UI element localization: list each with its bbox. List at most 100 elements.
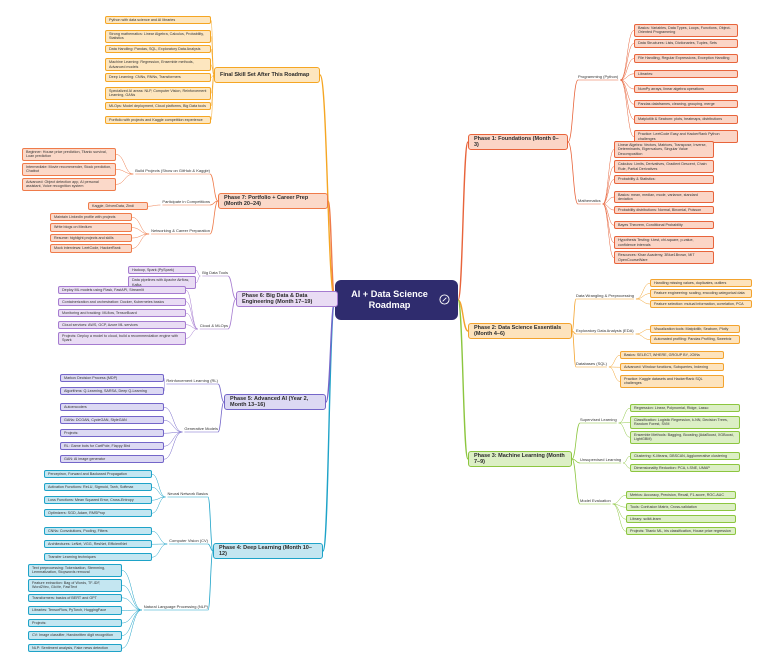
group-label[interactable]: Exploratory Data Analysis (EDA): [576, 328, 634, 333]
leaf-item[interactable]: Machine Learning: Regression, Ensemble m…: [105, 58, 211, 72]
group-label[interactable]: Natural Language Processing (NLP): [143, 604, 208, 609]
leaf-item[interactable]: Algorithms: Q-Learning, SARSA, Deep Q-Le…: [60, 387, 164, 396]
group-label[interactable]: Computer Vision (CV): [169, 538, 208, 543]
leaf-item[interactable]: MLOps: Model deployment, Cloud platforms…: [105, 101, 211, 111]
leaf-item[interactable]: Projects: Titanic ML, iris classificatio…: [626, 527, 736, 536]
leaf-item[interactable]: Linear Algebra: Vectors, Matrices, Trans…: [614, 141, 714, 159]
leaf-item[interactable]: Advanced: Object detection app, AI perso…: [22, 178, 116, 191]
leaf-item[interactable]: Data Handling: Pandas, SQL, Exploratory …: [105, 44, 211, 54]
leaf-item[interactable]: Optimizers: SGD, Adam, RMSProp: [44, 509, 152, 518]
leaf-item[interactable]: Loss Functions: Mean Squared Error, Cros…: [44, 496, 152, 505]
leaf-item[interactable]: Projects:: [60, 429, 164, 438]
group-label[interactable]: Build Projects (Show on GitHub & Kaggle): [135, 168, 210, 173]
leaf-item[interactable]: Classification: Logistic Regression, k-N…: [630, 416, 740, 429]
phase-node-p4[interactable]: Phase 4: Deep Learning (Month 10–12): [213, 543, 323, 559]
leaf-item[interactable]: Deploy ML models using Flask, FastAPI, S…: [58, 286, 186, 295]
edit-icon[interactable]: [439, 294, 450, 305]
phase-node-fs[interactable]: Final Skill Set After This Roadmap: [214, 67, 320, 83]
leaf-item[interactable]: Transformers: basics of BERT and GPT: [28, 593, 122, 603]
group-label[interactable]: Participate in Competitions: [162, 199, 210, 204]
group-label[interactable]: Neural Network Basics: [167, 491, 208, 496]
leaf-item[interactable]: Metrics: Accuracy, Precision, Recall, F1…: [626, 491, 736, 500]
phase-node-p1[interactable]: Phase 1: Foundations (Month 0–3): [468, 134, 568, 150]
group-label[interactable]: Supervised Learning: [580, 417, 617, 422]
leaf-item[interactable]: RL: Game bots for CartPole, Flappy Bird: [60, 442, 164, 451]
leaf-item[interactable]: Libraries:: [634, 69, 738, 78]
leaf-item[interactable]: Probability & Statistics:: [614, 175, 714, 184]
leaf-item[interactable]: Automated profiling: Pandas Profiling, S…: [650, 335, 740, 344]
group-label[interactable]: Programming (Python): [578, 74, 619, 79]
leaf-item[interactable]: Hadoop, Spark (PySpark): [128, 266, 196, 275]
leaf-item[interactable]: Dimensionality Reduction: PCA, t-SNE, UM…: [630, 464, 740, 473]
leaf-item[interactable]: Portfolio with projects and Kaggle compe…: [105, 115, 211, 125]
leaf-item[interactable]: Projects:: [28, 618, 122, 628]
group-label[interactable]: Unsupervised Learning: [580, 457, 622, 462]
leaf-item[interactable]: Feature engineering: scaling, encoding c…: [650, 289, 752, 298]
leaf-item[interactable]: CNNs: Convolutions, Pooling, Filters: [44, 527, 152, 536]
leaf-item[interactable]: GANs: DCGAN, CycleGAN, StyleGAN: [60, 416, 164, 425]
group-label[interactable]: Networking & Career Preparation: [151, 228, 210, 233]
leaf-item[interactable]: Cloud services: AWS, GCP, Azure ML servi…: [58, 320, 186, 329]
leaf-item[interactable]: Mock interviews: LeetCode, HackerRank: [50, 244, 132, 253]
leaf-item[interactable]: Kaggle, DrivenData, Zindi: [88, 202, 148, 211]
leaf-item[interactable]: Maintain LinkedIn profile with projects: [50, 213, 132, 222]
leaf-item[interactable]: Visualization tools: Matplotlib, Seaborn…: [650, 325, 740, 334]
leaf-item[interactable]: Monitoring and tracking: MLflow, TensorB…: [58, 309, 186, 318]
leaf-item[interactable]: Basics: mean, median, mode, variance, st…: [614, 190, 714, 204]
leaf-item[interactable]: Resume: highlight projects and skills: [50, 233, 132, 243]
leaf-item[interactable]: Strong mathematics: Linear Algebra, Calc…: [105, 29, 211, 43]
leaf-item[interactable]: Feature selection: mutual information, c…: [650, 299, 752, 309]
leaf-item[interactable]: Transfer Learning techniques: [44, 553, 152, 562]
leaf-item[interactable]: Advanced: Window functions, Subqueries, …: [620, 363, 724, 372]
phase-node-p2[interactable]: Phase 2: Data Science Essentials (Month …: [468, 323, 572, 339]
leaf-item[interactable]: Feature extraction: Bag of Words, TF-IDF…: [28, 578, 122, 592]
leaf-item[interactable]: Data Structures: Lists, Dictionaries, Tu…: [634, 39, 738, 48]
leaf-item[interactable]: Basics: SELECT, WHERE, GROUP BY, JOINs: [620, 351, 724, 360]
leaf-item[interactable]: Python with data science and AI librarie…: [105, 16, 211, 25]
leaf-item[interactable]: CV: Image classifier, Handwritten digit …: [28, 631, 122, 640]
leaf-item[interactable]: Activation Functions: ReLU, Sigmoid, Tan…: [44, 483, 152, 492]
leaf-item[interactable]: Projects: Deploy a model to cloud, build…: [58, 332, 186, 345]
leaf-item[interactable]: Basics: Variables, Data Types, Loops, Fu…: [634, 24, 738, 37]
leaf-item[interactable]: GAN: AI image generator: [60, 455, 164, 464]
leaf-item[interactable]: Markov Decision Process (MDP): [60, 374, 164, 383]
group-label[interactable]: Data Wrangling & Preprocessing: [576, 293, 634, 298]
leaf-item[interactable]: Bayes Theorem, Conditional Probability: [614, 221, 714, 230]
group-label[interactable]: Generative Models: [184, 426, 218, 431]
leaf-item[interactable]: Hypothesis Testing: t-test, chi-square, …: [614, 236, 714, 250]
leaf-item[interactable]: NLP: Sentiment analysis, Fake news detec…: [28, 644, 122, 653]
phase-node-p3[interactable]: Phase 3: Machine Learning (Month 7–9): [468, 451, 572, 467]
leaf-item[interactable]: Write blogs on Medium: [50, 223, 132, 232]
leaf-item[interactable]: Pandas dataframes, cleaning, grouping, m…: [634, 100, 738, 109]
leaf-item[interactable]: Libraries: TensorFlow, PyTorch, HuggingF…: [28, 606, 122, 615]
leaf-item[interactable]: File Handling, Regular Expressions, Exce…: [634, 54, 738, 63]
leaf-item[interactable]: Handling missing values, duplicates, out…: [650, 279, 752, 288]
group-label[interactable]: Model Evaluation: [580, 498, 611, 503]
leaf-item[interactable]: Matplotlib & Seaborn: plots, heatmaps, d…: [634, 115, 738, 124]
group-label[interactable]: Big Data Tools: [202, 270, 228, 275]
leaf-item[interactable]: Text preprocessing: Tokenization, Stemmi…: [28, 564, 122, 577]
leaf-item[interactable]: Architectures: LeNet, VGG, ResNet, Effic…: [44, 540, 152, 549]
leaf-item[interactable]: Calculus: Limits, Derivatives, Gradient …: [614, 160, 714, 174]
leaf-item[interactable]: Tools: Confusion Matrix, Cross-validatio…: [626, 503, 736, 512]
group-label[interactable]: Mathematics: [578, 198, 601, 203]
leaf-item[interactable]: Resources: Khan Academy, 3Blue1Brown, MI…: [614, 251, 714, 265]
leaf-item[interactable]: Library: scikit-learn: [626, 515, 736, 524]
leaf-item[interactable]: Containerization and orchestration: Dock…: [58, 297, 186, 306]
phase-node-p5[interactable]: Phase 5: Advanced AI (Year 2, Month 13–1…: [224, 394, 326, 410]
group-label[interactable]: Cloud & MLOps: [199, 323, 228, 328]
group-label[interactable]: Databases (SQL): [576, 361, 607, 366]
leaf-item[interactable]: Autoencoders: [60, 403, 164, 412]
leaf-item[interactable]: Intermediate: Movie recommender, Stock p…: [22, 163, 116, 176]
leaf-item[interactable]: Practice: Kaggle datasets and HackerRank…: [620, 375, 724, 388]
leaf-item[interactable]: Probability distributions: Normal, Binom…: [614, 205, 714, 215]
leaf-item[interactable]: Deep Learning: CNNs, RNNs, Transformers: [105, 73, 211, 82]
leaf-item[interactable]: Clustering: K-Means, DBSCAN, Agglomerati…: [630, 452, 740, 461]
group-label[interactable]: Reinforcement Learning (RL): [166, 378, 218, 383]
leaf-item[interactable]: Beginner: House price prediction, Titani…: [22, 148, 116, 161]
leaf-item[interactable]: NumPy arrays, linear algebra operations: [634, 84, 738, 94]
phase-node-p7[interactable]: Phase 7: Portfolio + Career Prep (Month …: [218, 193, 328, 209]
phase-node-p6[interactable]: Phase 6: Big Data & Data Engineering (Mo…: [236, 291, 338, 307]
leaf-item[interactable]: Regression: Linear, Polynomial, Ridge, L…: [630, 404, 740, 413]
leaf-item[interactable]: Specialized AI areas: NLP, Computer Visi…: [105, 87, 211, 100]
